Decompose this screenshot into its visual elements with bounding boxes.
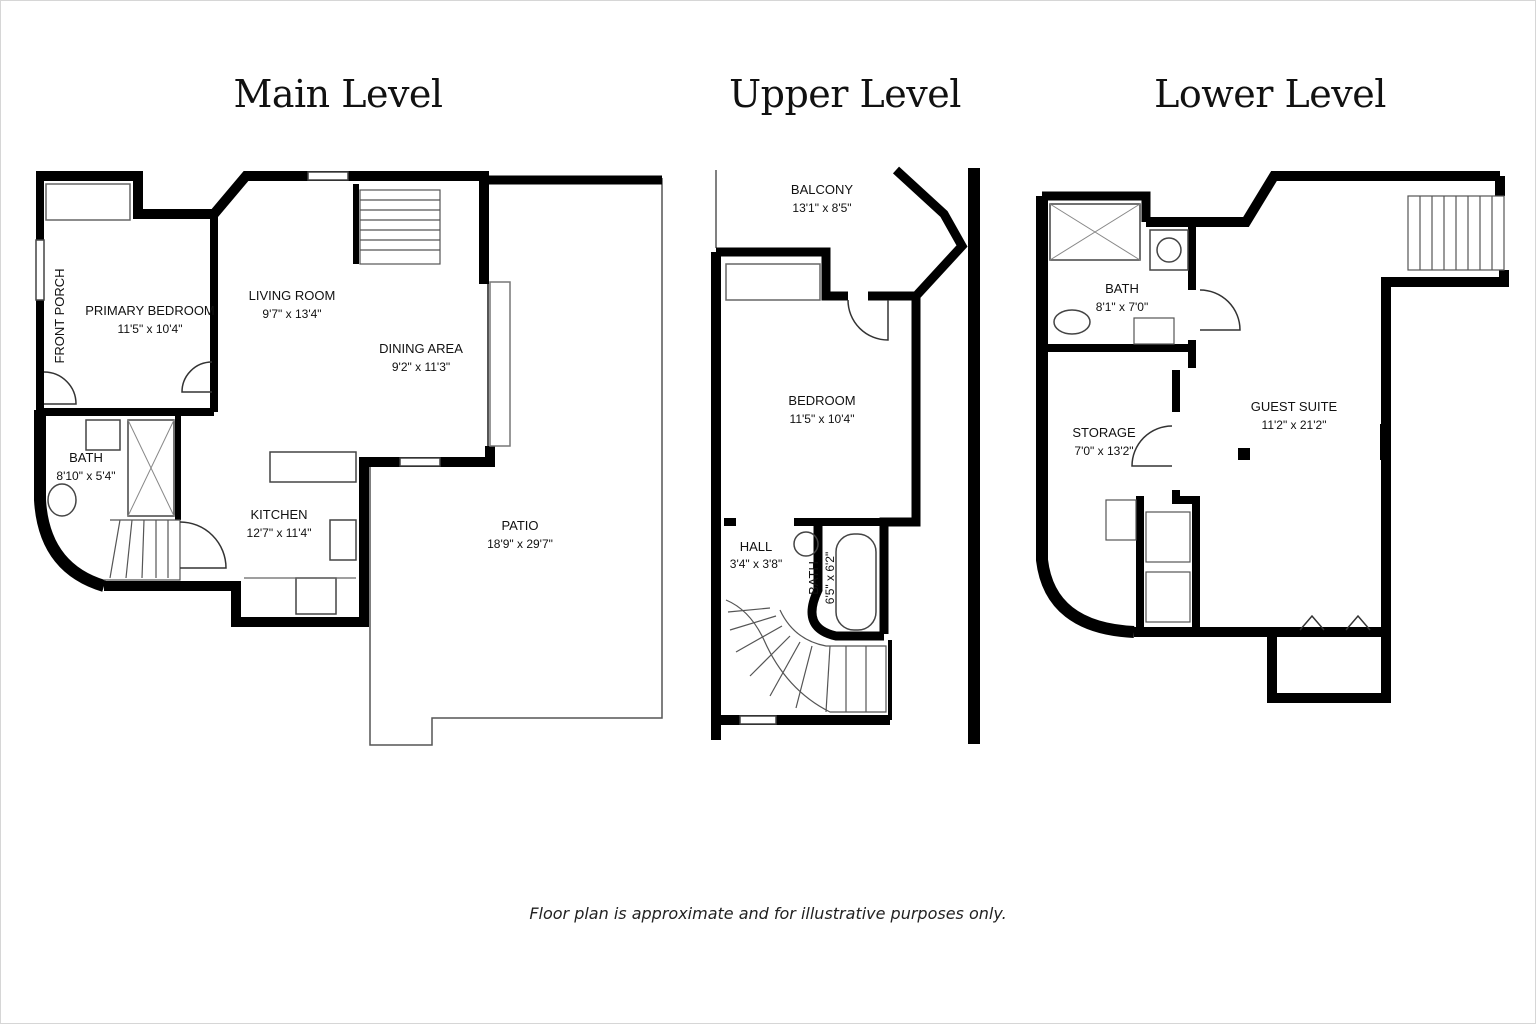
primary-bedroom-label: PRIMARY BEDROOM — [85, 303, 215, 318]
sink-icon — [85, 419, 121, 451]
toilet-icon — [47, 483, 77, 517]
upper-bath-label: BATH — [806, 561, 821, 595]
upper-closet — [725, 263, 821, 301]
kitchen-island — [269, 451, 357, 483]
porch-door — [43, 371, 77, 405]
lower-wall-right — [1134, 270, 1509, 637]
storage-label: STORAGE — [1072, 425, 1136, 440]
storage-guest-wall — [1172, 370, 1200, 632]
washer-icon — [1145, 511, 1191, 563]
living-room-dims: 9'7" x 13'4" — [262, 307, 321, 321]
dining-window — [489, 281, 511, 447]
upper-level-title: Upper Level — [729, 72, 961, 116]
lower-bath-label: BATH — [1105, 281, 1139, 296]
main-bath-label: BATH — [69, 450, 103, 465]
guest-suite-pillar — [1380, 424, 1390, 460]
lower-shower-icon — [1049, 203, 1141, 261]
lower-bump-out — [1267, 636, 1391, 703]
upper-wall-right — [879, 296, 921, 634]
hall-dims: 3'4" x 3'8" — [730, 557, 782, 571]
guest-suite-label: GUEST SUITE — [1251, 399, 1338, 414]
lower-bath-dims: 8'1" x 7'0" — [1096, 300, 1148, 314]
lower-wall-top — [1146, 171, 1500, 227]
bedroom-door — [847, 299, 889, 341]
kitchen-sink-icon — [329, 519, 357, 561]
upper-bedroom-dims: 11'5" x 10'4" — [790, 412, 855, 426]
main-stairs — [359, 189, 441, 265]
shower-icon — [127, 419, 175, 517]
main-level-title: Main Level — [233, 72, 443, 116]
hall-label: HALL — [740, 539, 773, 554]
lower-sink-icon — [1149, 229, 1189, 271]
balcony-wall — [868, 166, 968, 301]
dining-window-bottom — [399, 457, 441, 467]
guest-suite-french-doors — [1299, 614, 1371, 631]
stove-icon — [295, 577, 337, 615]
lower-stairs — [1407, 195, 1505, 271]
lower-bath-door — [1199, 289, 1241, 331]
upper-bath-curved-wall — [807, 524, 884, 641]
upper-bedroom-label: BEDROOM — [788, 393, 855, 408]
guest-suite-dims: 11'2" x 21'2" — [1262, 418, 1327, 432]
disclaimer-footnote: Floor plan is approximate and for illust… — [529, 904, 1007, 923]
lower-bath-top-wall — [1042, 191, 1151, 222]
lower-curved-wall — [1036, 196, 1135, 638]
balcony-dims: 13'1" x 8'5" — [792, 201, 851, 215]
storage-dims: 7'0" x 13'2" — [1074, 444, 1133, 458]
porch-window — [35, 239, 45, 301]
lower-level-title: Lower Level — [1154, 72, 1386, 116]
upper-wall-top — [716, 247, 848, 301]
dining-area-label: DINING AREA — [379, 341, 463, 356]
living-room-label: LIVING ROOM — [249, 288, 336, 303]
kitchen-dims: 12'7" x 11'4" — [247, 526, 312, 540]
balcony-label: BALCONY — [791, 182, 853, 197]
lower-toilet-icon — [1053, 309, 1091, 335]
vanity-counter — [1133, 317, 1175, 345]
main-bath-dims: 8'10" x 5'4" — [56, 469, 115, 483]
upper-bath-dims: 6'5" x 6'2" — [823, 552, 837, 604]
bedroom-door — [181, 361, 213, 393]
primary-bedroom-dims: 11'5" x 10'4" — [118, 322, 183, 336]
kitchen-door — [179, 521, 227, 569]
storage-shelf — [1105, 499, 1137, 541]
upper-window — [739, 715, 777, 725]
bathtub-icon — [835, 533, 877, 631]
storage-door — [1131, 425, 1173, 467]
lower-level-plan: BATH 8'1" x 7'0" STORAGE 7'0" x 13'2" GU… — [1036, 171, 1509, 703]
main-exterior-wall-bottom — [104, 446, 495, 627]
dryer-icon — [1145, 571, 1191, 623]
main-down-stairs — [104, 519, 181, 581]
bedroom-closet — [45, 183, 131, 221]
living-window — [307, 171, 349, 181]
kitchen-label: KITCHEN — [250, 507, 307, 522]
front-porch-label: FRONT PORCH — [52, 268, 67, 363]
guest-suite-column — [1238, 448, 1250, 460]
upper-sink-icon — [793, 531, 819, 557]
patio-outline — [369, 178, 663, 746]
patio-label: PATIO — [501, 518, 538, 533]
main-curved-wall — [34, 410, 106, 592]
dining-area-dims: 9'2" x 11'3" — [392, 360, 450, 374]
upper-spiral-stairs — [725, 599, 887, 713]
upper-level-plan: BALCONY 13'1" x 8'5" BEDROOM 11'5" x 10'… — [711, 166, 968, 740]
main-level-plan: FRONT PORCH PRIMARY BEDROOM 11'5" x 10'4… — [34, 171, 663, 746]
patio-dims: 18'9" x 29'7" — [487, 537, 553, 551]
